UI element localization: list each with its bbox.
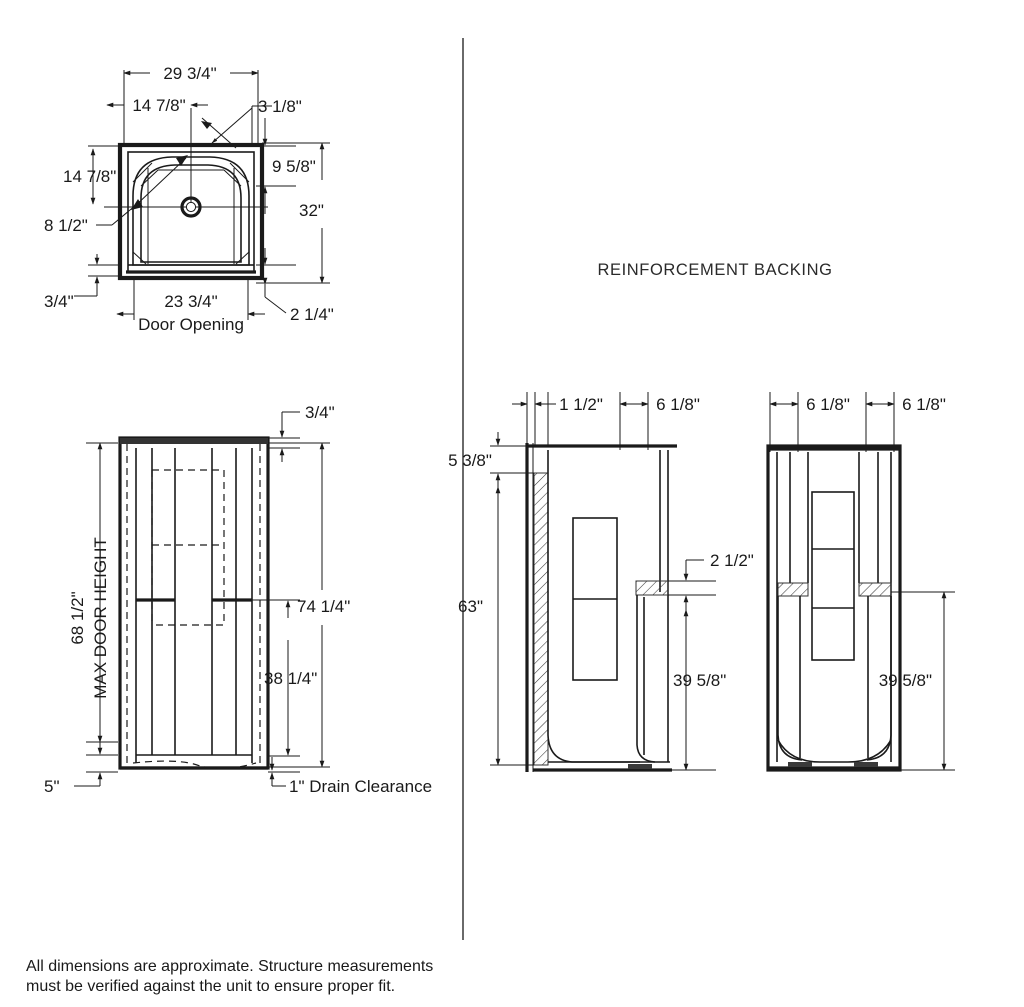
drain-inner-ring bbox=[185, 201, 197, 213]
reinf-right-seat-block-right bbox=[858, 582, 892, 597]
drain-offset-arrow-upper bbox=[176, 155, 188, 166]
dim-seat-thickness: 2 1/2" bbox=[710, 551, 754, 570]
top-view-front-facet-left bbox=[132, 251, 147, 265]
reinf-left-body-outline bbox=[547, 450, 640, 763]
footer-note-line-1: All dimensions are approximate. Structur… bbox=[26, 958, 433, 975]
top-view-chamfer-right bbox=[229, 162, 250, 183]
dim-grab-bar-offset: 1 1/2" bbox=[559, 395, 603, 414]
reinforcement-backing-title: REINFORCEMENT BACKING bbox=[597, 261, 832, 279]
reinforcement-left-drawing: 1 1/2" 6 1/8" 5 3/8" 63" 2 1/2" bbox=[448, 392, 754, 772]
top-view-front-facet-right bbox=[235, 251, 250, 265]
front-view-drawing: 3/4" 68 1/2" MAX DOOR HEIGHT 74 1/4" 38 … bbox=[44, 403, 432, 796]
dim-seam-height: 38 1/4" bbox=[264, 669, 317, 688]
dim-drain-clearance: 1" Drain Clearance bbox=[289, 777, 432, 796]
footer-note-line-2: must be verified against the unit to ens… bbox=[26, 978, 395, 995]
dim-threshold-height: 3/4" bbox=[44, 292, 74, 311]
dim-right-panel-width-left: 6 1/8" bbox=[806, 395, 850, 414]
top-view-chamfer-right-inner bbox=[223, 169, 242, 187]
label-door-opening: Door Opening bbox=[138, 315, 244, 334]
reinf-right-pan-curve bbox=[777, 739, 892, 763]
front-view-door-outline-dashed bbox=[152, 469, 225, 626]
top-view-chamfer-left-inner bbox=[140, 169, 159, 187]
dim-overall-height: 74 1/4" bbox=[297, 597, 350, 616]
dim-max-door-height: 68 1/2" bbox=[68, 591, 87, 644]
dim-seat-height-right: 39 5/8" bbox=[879, 671, 932, 690]
reinf-left-foot-block bbox=[628, 764, 652, 769]
dim-backing-height: 63" bbox=[458, 597, 483, 616]
dim-base-height: 5" bbox=[44, 777, 60, 796]
chamfer-arrow-head bbox=[201, 121, 212, 129]
reinf-right-panel-rect bbox=[811, 491, 855, 661]
top-view-drawing: 29 3/4" 14 7/8" 3 1/8" 14 7/8" 8 1/2" bbox=[44, 62, 334, 334]
dim-seat-height-left: 39 5/8" bbox=[673, 671, 726, 690]
drain-offset-measure-line bbox=[132, 157, 187, 209]
dim-upper-depth: 9 5/8" bbox=[272, 157, 316, 176]
dim-overall-depth: 32" bbox=[299, 201, 324, 220]
reinf-right-foot-left bbox=[788, 762, 812, 767]
dim-top-flange: 3/4" bbox=[305, 403, 335, 422]
dim-drain-offset: 8 1/2" bbox=[44, 216, 88, 235]
reinf-left-hatched-backing bbox=[533, 472, 549, 766]
reinf-right-lower-right bbox=[866, 596, 892, 761]
reinf-right-foot-right bbox=[854, 762, 878, 767]
drain-offset-arrow-lower bbox=[131, 199, 143, 210]
label-max-door-height: MAX DOOR HEIGHT bbox=[91, 537, 110, 699]
front-view-outer-shell bbox=[118, 436, 270, 770]
dim-right-panel-width-right: 6 1/8" bbox=[902, 395, 946, 414]
dim-corner-offset: 3 1/8" bbox=[258, 97, 302, 116]
front-view-top-cap bbox=[120, 438, 268, 444]
dim-side-depth: 14 7/8" bbox=[63, 167, 116, 186]
dim-half-width: 14 7/8" bbox=[132, 96, 185, 115]
top-view-chamfer-left bbox=[132, 162, 153, 183]
dim-lip-depth: 2 1/4" bbox=[290, 305, 334, 324]
reinf-left-seat-block bbox=[635, 580, 669, 596]
leader-drain-offset-angled bbox=[111, 204, 137, 226]
dim-top-offset: 5 3/8" bbox=[448, 451, 492, 470]
reinf-right-outer-shell bbox=[766, 444, 902, 772]
reinf-left-lower-return bbox=[636, 595, 656, 763]
dim-overall-width: 29 3/4" bbox=[163, 64, 216, 83]
reinf-right-seat-block-left bbox=[777, 582, 809, 597]
leader-lip-depth bbox=[264, 296, 287, 314]
dim-label-bg-half-width bbox=[128, 94, 190, 114]
dim-label-bg-overall-width bbox=[150, 62, 230, 82]
reinforcement-right-drawing: 6 1/8" 6 1/8" 39 5/8" bbox=[766, 392, 955, 772]
reinf-right-lower-left bbox=[777, 596, 803, 761]
leader-corner-offset-arrow bbox=[211, 107, 253, 144]
dim-door-opening: 23 3/4" bbox=[164, 292, 217, 311]
dim-panel-width: 6 1/8" bbox=[656, 395, 700, 414]
